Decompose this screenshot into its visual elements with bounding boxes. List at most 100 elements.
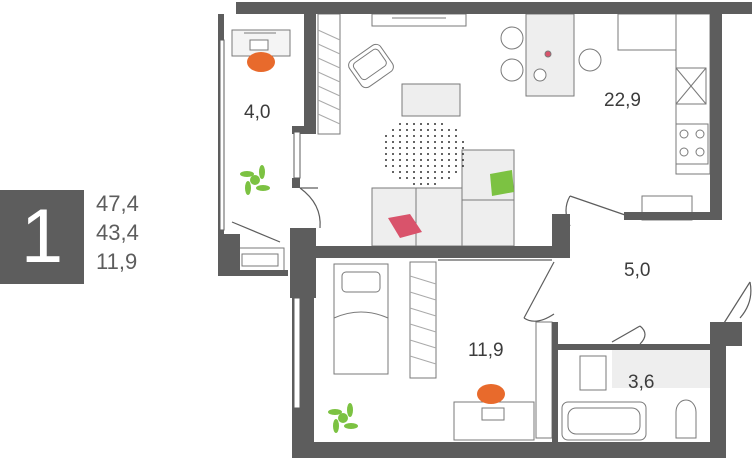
rug-dot [420, 123, 422, 125]
walls [218, 2, 752, 458]
rug-dot [392, 141, 394, 143]
room-area-hall: 5,0 [624, 260, 650, 281]
rug-dot [441, 141, 443, 143]
area-list: 47,4 43,4 11,9 [96, 189, 139, 276]
rug-dot [399, 153, 401, 155]
rug-dot [427, 171, 429, 173]
room-area-bathroom: 3,6 [628, 372, 654, 393]
rug-dot [385, 147, 387, 149]
room-area-living: 22,9 [604, 90, 641, 111]
rug-dot [427, 177, 429, 179]
rug-dot [434, 147, 436, 149]
rug-dot [441, 165, 443, 167]
rug-dot [434, 141, 436, 143]
rug-dot [399, 171, 401, 173]
rug-dot [441, 135, 443, 137]
rug-dot [455, 141, 457, 143]
rug-dot [448, 135, 450, 137]
rug-dot [441, 177, 443, 179]
rug-dot [392, 135, 394, 137]
doors [231, 187, 752, 345]
living-area: 43,4 [96, 220, 139, 245]
rug [385, 123, 464, 185]
total-area: 47,4 [96, 191, 139, 216]
rug-dot [448, 129, 450, 131]
plant-icon [240, 165, 270, 195]
rug-dot [413, 141, 415, 143]
windows [219, 39, 301, 409]
rug-dot [399, 147, 401, 149]
rug-dot [455, 129, 457, 131]
rug-dot [399, 177, 401, 179]
rug-dot [399, 135, 401, 137]
rug-dot [427, 183, 429, 185]
rug-dot [427, 165, 429, 167]
room-area-bedroom: 11,9 [468, 340, 504, 361]
rug-dot [427, 123, 429, 125]
plant-icon [328, 403, 358, 433]
rug-dot [406, 153, 408, 155]
rug-dot [406, 171, 408, 173]
rug-dot [448, 165, 450, 167]
rug-dot [434, 129, 436, 131]
rug-dot [406, 147, 408, 149]
rug-dot [385, 153, 387, 155]
rug-dot [462, 165, 464, 167]
rug-dot [441, 153, 443, 155]
rug-dot [392, 129, 394, 131]
rug-dot [413, 123, 415, 125]
rug-dot [406, 165, 408, 167]
rug-dot [413, 135, 415, 137]
rug-dot [448, 159, 450, 161]
rug-dot [420, 135, 422, 137]
rug-dot [427, 159, 429, 161]
rug-dot [399, 159, 401, 161]
rug-dot [406, 135, 408, 137]
room-count-badge: 1 [0, 190, 84, 284]
rug-dot [420, 177, 422, 179]
rug-dot [406, 141, 408, 143]
rug-dot [413, 183, 415, 185]
rug-dot [385, 135, 387, 137]
rug-dot [455, 147, 457, 149]
rug-dot [413, 171, 415, 173]
rug-dot [413, 159, 415, 161]
kitchen-area: 11,9 [96, 249, 138, 274]
rug-dot [427, 147, 429, 149]
rug-dot [392, 147, 394, 149]
rug-dot [392, 165, 394, 167]
rug-dot [420, 141, 422, 143]
rug-dot [406, 129, 408, 131]
rug-dot [420, 159, 422, 161]
accents [240, 52, 514, 433]
rug-dot [448, 171, 450, 173]
rug-dot [427, 135, 429, 137]
rug-dot [406, 123, 408, 125]
rug-dot [441, 123, 443, 125]
rug-dot [441, 147, 443, 149]
rug-dot [441, 129, 443, 131]
rug-dot [448, 153, 450, 155]
rug-dot [420, 165, 422, 167]
rug-dot [434, 171, 436, 173]
rug-dot [420, 153, 422, 155]
rug-dot [406, 177, 408, 179]
rug-dot [413, 165, 415, 167]
rug-dot [406, 159, 408, 161]
rug-dot [392, 153, 394, 155]
rug-dot [462, 153, 464, 155]
rug-dot [385, 141, 387, 143]
room-count: 1 [20, 194, 64, 279]
rug-dot [399, 165, 401, 167]
rug-dot [392, 159, 394, 161]
rug-dot [420, 129, 422, 131]
rug-dot [399, 123, 401, 125]
rug-dot [427, 129, 429, 131]
rug-dot [385, 159, 387, 161]
rug-dot [413, 129, 415, 131]
rug-dot [420, 147, 422, 149]
rug-dot [441, 159, 443, 161]
rug-dot [455, 171, 457, 173]
rug-dot [413, 177, 415, 179]
